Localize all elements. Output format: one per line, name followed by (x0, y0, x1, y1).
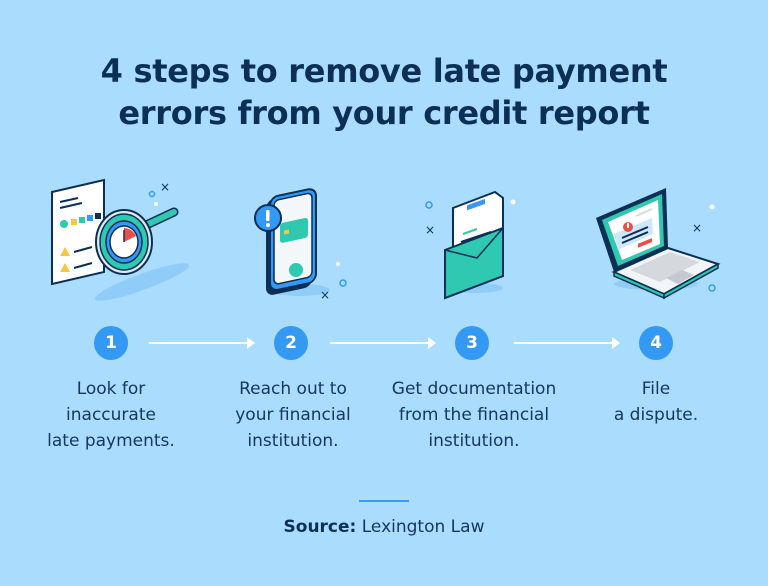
step-badge-1: 1 (94, 326, 128, 360)
step-badge-4: 4 (639, 326, 673, 360)
svg-text:×: × (425, 223, 435, 237)
arrow-icon (514, 337, 620, 349)
magnifying-glass-clock-icon: × (42, 172, 192, 302)
step-description-2: Reach out to your financial institution. (235, 379, 351, 451)
svg-text:×: × (692, 221, 702, 235)
source-value: Lexington Law (361, 517, 485, 537)
envelope-document-icon: × (405, 172, 555, 302)
arrow-icon (330, 337, 436, 349)
svg-text:×: × (320, 288, 330, 302)
svg-text:×: × (160, 180, 170, 194)
steps-timeline: 1 2 3 4 (0, 326, 768, 360)
step-badge-2: 2 (274, 326, 308, 360)
step-description-3: Get documentation from the financial ins… (391, 379, 557, 451)
step-description-4: File a dispute. (613, 379, 699, 425)
laptop-alert-icon: × (588, 172, 738, 302)
step-description-1: Look for inaccurate late payments. (47, 379, 175, 451)
divider (359, 500, 409, 502)
step-badge-3: 3 (455, 326, 489, 360)
smartphone-alert-icon: × (230, 172, 380, 302)
page-title: 4 steps to remove late payment errors fr… (100, 52, 668, 132)
arrow-icon (149, 337, 255, 349)
source-credit: Source: Lexington Law (0, 517, 768, 537)
source-label: Source: (283, 517, 357, 537)
